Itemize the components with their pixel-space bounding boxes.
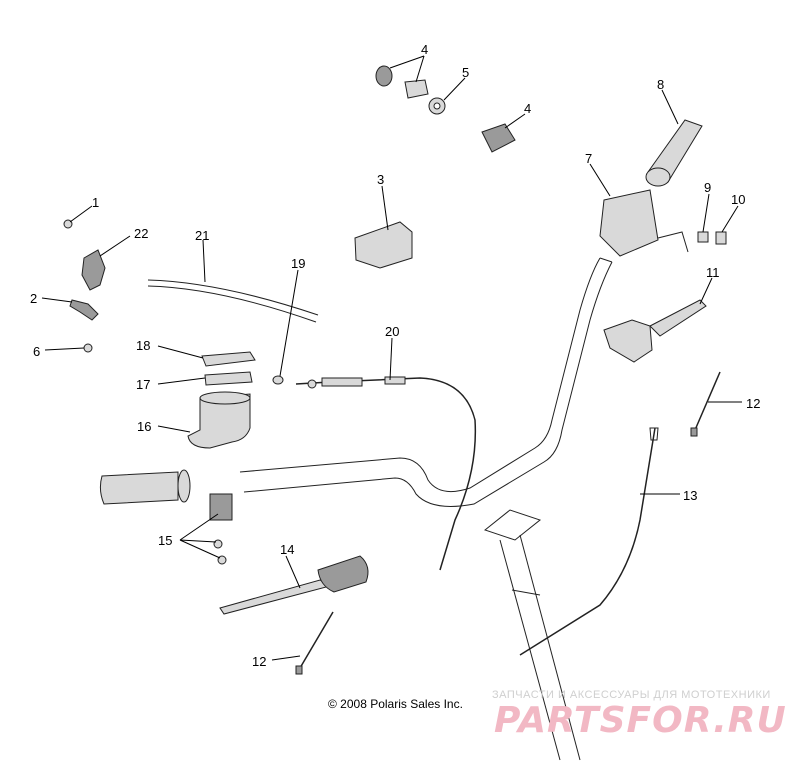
callout-9: 9 [704, 180, 711, 195]
callout-18: 18 [136, 338, 150, 353]
callout-4b: 4 [524, 101, 531, 116]
reservoir-16 [187, 391, 251, 449]
callout-22: 22 [134, 226, 148, 241]
callout-16: 16 [137, 419, 151, 434]
copyright-text: © 2008 Polaris Sales Inc. [328, 697, 463, 711]
reservoir-diaphragm-17 [204, 371, 253, 386]
callout-17: 17 [136, 377, 150, 392]
callout-19: 19 [291, 256, 305, 271]
callout-7: 7 [585, 151, 592, 166]
throttle-housing-7 [599, 189, 689, 257]
handlebar [239, 257, 613, 507]
lever-14 [219, 555, 369, 615]
callout-12b: 12 [252, 654, 266, 669]
callout-13: 13 [683, 488, 697, 503]
callout-20: 20 [385, 324, 399, 339]
grip-8 [645, 119, 703, 187]
lever-assembly-11 [603, 299, 707, 363]
callout-1: 1 [92, 195, 99, 210]
switch-3 [354, 221, 413, 269]
callout-12a: 12 [746, 396, 760, 411]
callout-15: 15 [158, 533, 172, 548]
callout-2: 2 [30, 291, 37, 306]
watermark-brand: PARTSFOR.RU [494, 700, 787, 741]
key-switch-4 [375, 65, 429, 99]
callout-11: 11 [706, 265, 720, 280]
watermark-tagline: ЗАПЧАСТИ И АКСЕССУАРЫ ДЛЯ МОТОТЕХНИКИ [492, 689, 771, 701]
bracket-22 [81, 249, 106, 291]
callout-3: 3 [377, 172, 384, 187]
callout-21: 21 [195, 228, 209, 243]
cable-20 [295, 376, 477, 571]
callout-5: 5 [462, 65, 469, 80]
part-9 [697, 231, 709, 243]
callout-14: 14 [280, 542, 294, 557]
key-switch-4-lower [481, 123, 516, 153]
hose-21 [147, 279, 319, 323]
left-grip [99, 469, 191, 505]
callout-8: 8 [657, 77, 664, 92]
throttle-cable-13 [519, 427, 659, 656]
callout-4a: 4 [421, 42, 428, 57]
steering-stem [483, 509, 581, 761]
callout-6: 6 [33, 344, 40, 359]
clamp-2 [69, 299, 99, 321]
nut-5 [428, 97, 446, 115]
screw-6 [83, 343, 93, 353]
reservoir-cap-18 [201, 351, 256, 367]
cable-tie-12-upper [690, 371, 721, 437]
watermark: ЗАПЧАСТИ И АКСЕССУАРЫ ДЛЯ МОТОТЕХНИКИ PA… [492, 689, 787, 741]
oring-19 [272, 375, 284, 385]
leader-lines [41, 55, 742, 661]
cable-tie-12-lower [295, 611, 334, 675]
callout-10: 10 [731, 192, 745, 207]
part-10 [715, 231, 727, 245]
clamp-kit-15 [209, 493, 233, 565]
callout-labels: 1 2 3 4 4 5 6 7 8 9 10 11 12 12 13 14 15… [30, 42, 760, 669]
